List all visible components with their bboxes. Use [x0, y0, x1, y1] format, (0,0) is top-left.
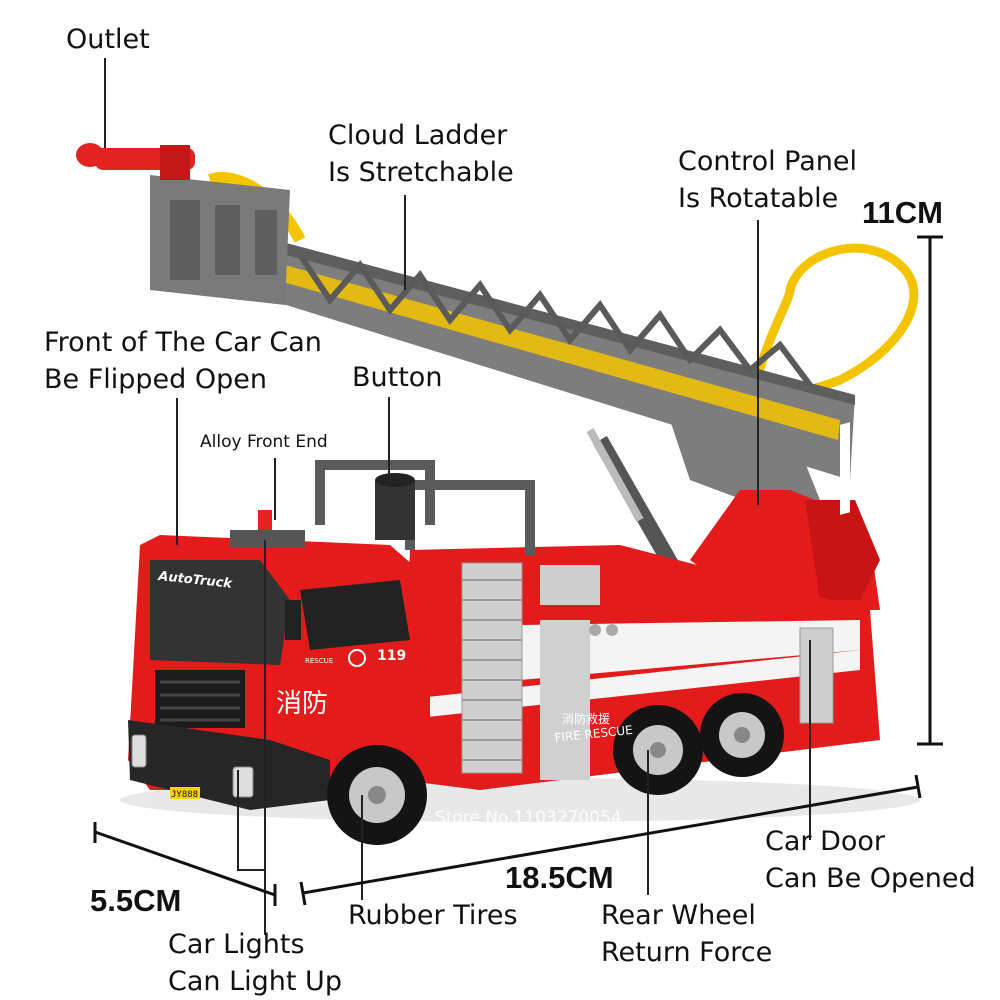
water-outlet-nozzle	[76, 143, 195, 180]
label-rubber-tires: Rubber Tires	[348, 900, 518, 931]
label-cloud-ladder-line1: Cloud Ladder	[328, 120, 508, 151]
button-top	[375, 473, 415, 487]
label-front-flip-line1: Front of The Car Can	[44, 327, 322, 358]
wheel-front	[327, 745, 427, 845]
small-rescue-decal: RESCUE	[305, 657, 333, 665]
label-front-flip-line2: Be Flipped Open	[44, 364, 267, 395]
roof-rail	[315, 460, 535, 555]
ladder-basket	[150, 175, 290, 305]
wheel-rear-1	[613, 705, 703, 795]
license-plate: JY888	[171, 790, 198, 800]
label-button: Button	[352, 362, 443, 393]
label-rear-wheel-line2: Return Force	[601, 937, 773, 968]
wheel-rear-2	[700, 693, 784, 777]
label-car-door-line1: Car Door	[765, 826, 886, 857]
dimension-width: 5.5CM	[90, 883, 182, 918]
truck-cab	[128, 510, 430, 810]
piston-rod	[586, 428, 644, 522]
store-watermark: Store No.1103270054	[435, 808, 622, 828]
dimension-height: 11CM	[862, 195, 943, 230]
dimension-lines	[93, 235, 943, 906]
label-car-door-line2: Can Be Opened	[765, 863, 976, 894]
label-cloud-ladder-line2: Is Stretchable	[328, 157, 514, 188]
cn-side-decal: 消防	[276, 689, 328, 719]
label-outlet: Outlet	[66, 24, 150, 55]
label-car-lights-line1: Car Lights	[168, 929, 305, 960]
unit-number-decal: 119	[377, 648, 406, 664]
label-control-panel-line2: Is Rotatable	[678, 183, 839, 214]
piston	[593, 436, 687, 584]
ladder	[270, 240, 855, 510]
label-alloy-front-end: Alloy Front End	[200, 432, 328, 452]
label-rear-wheel-line1: Rear Wheel	[601, 900, 756, 931]
dimension-length: 18.5CM	[505, 860, 614, 895]
cn-rescue-decal: 消防救援	[562, 711, 610, 726]
label-car-lights-line2: Can Light Up	[168, 966, 342, 997]
button-post	[375, 480, 415, 540]
label-control-panel-line1: Control Panel	[678, 146, 858, 177]
